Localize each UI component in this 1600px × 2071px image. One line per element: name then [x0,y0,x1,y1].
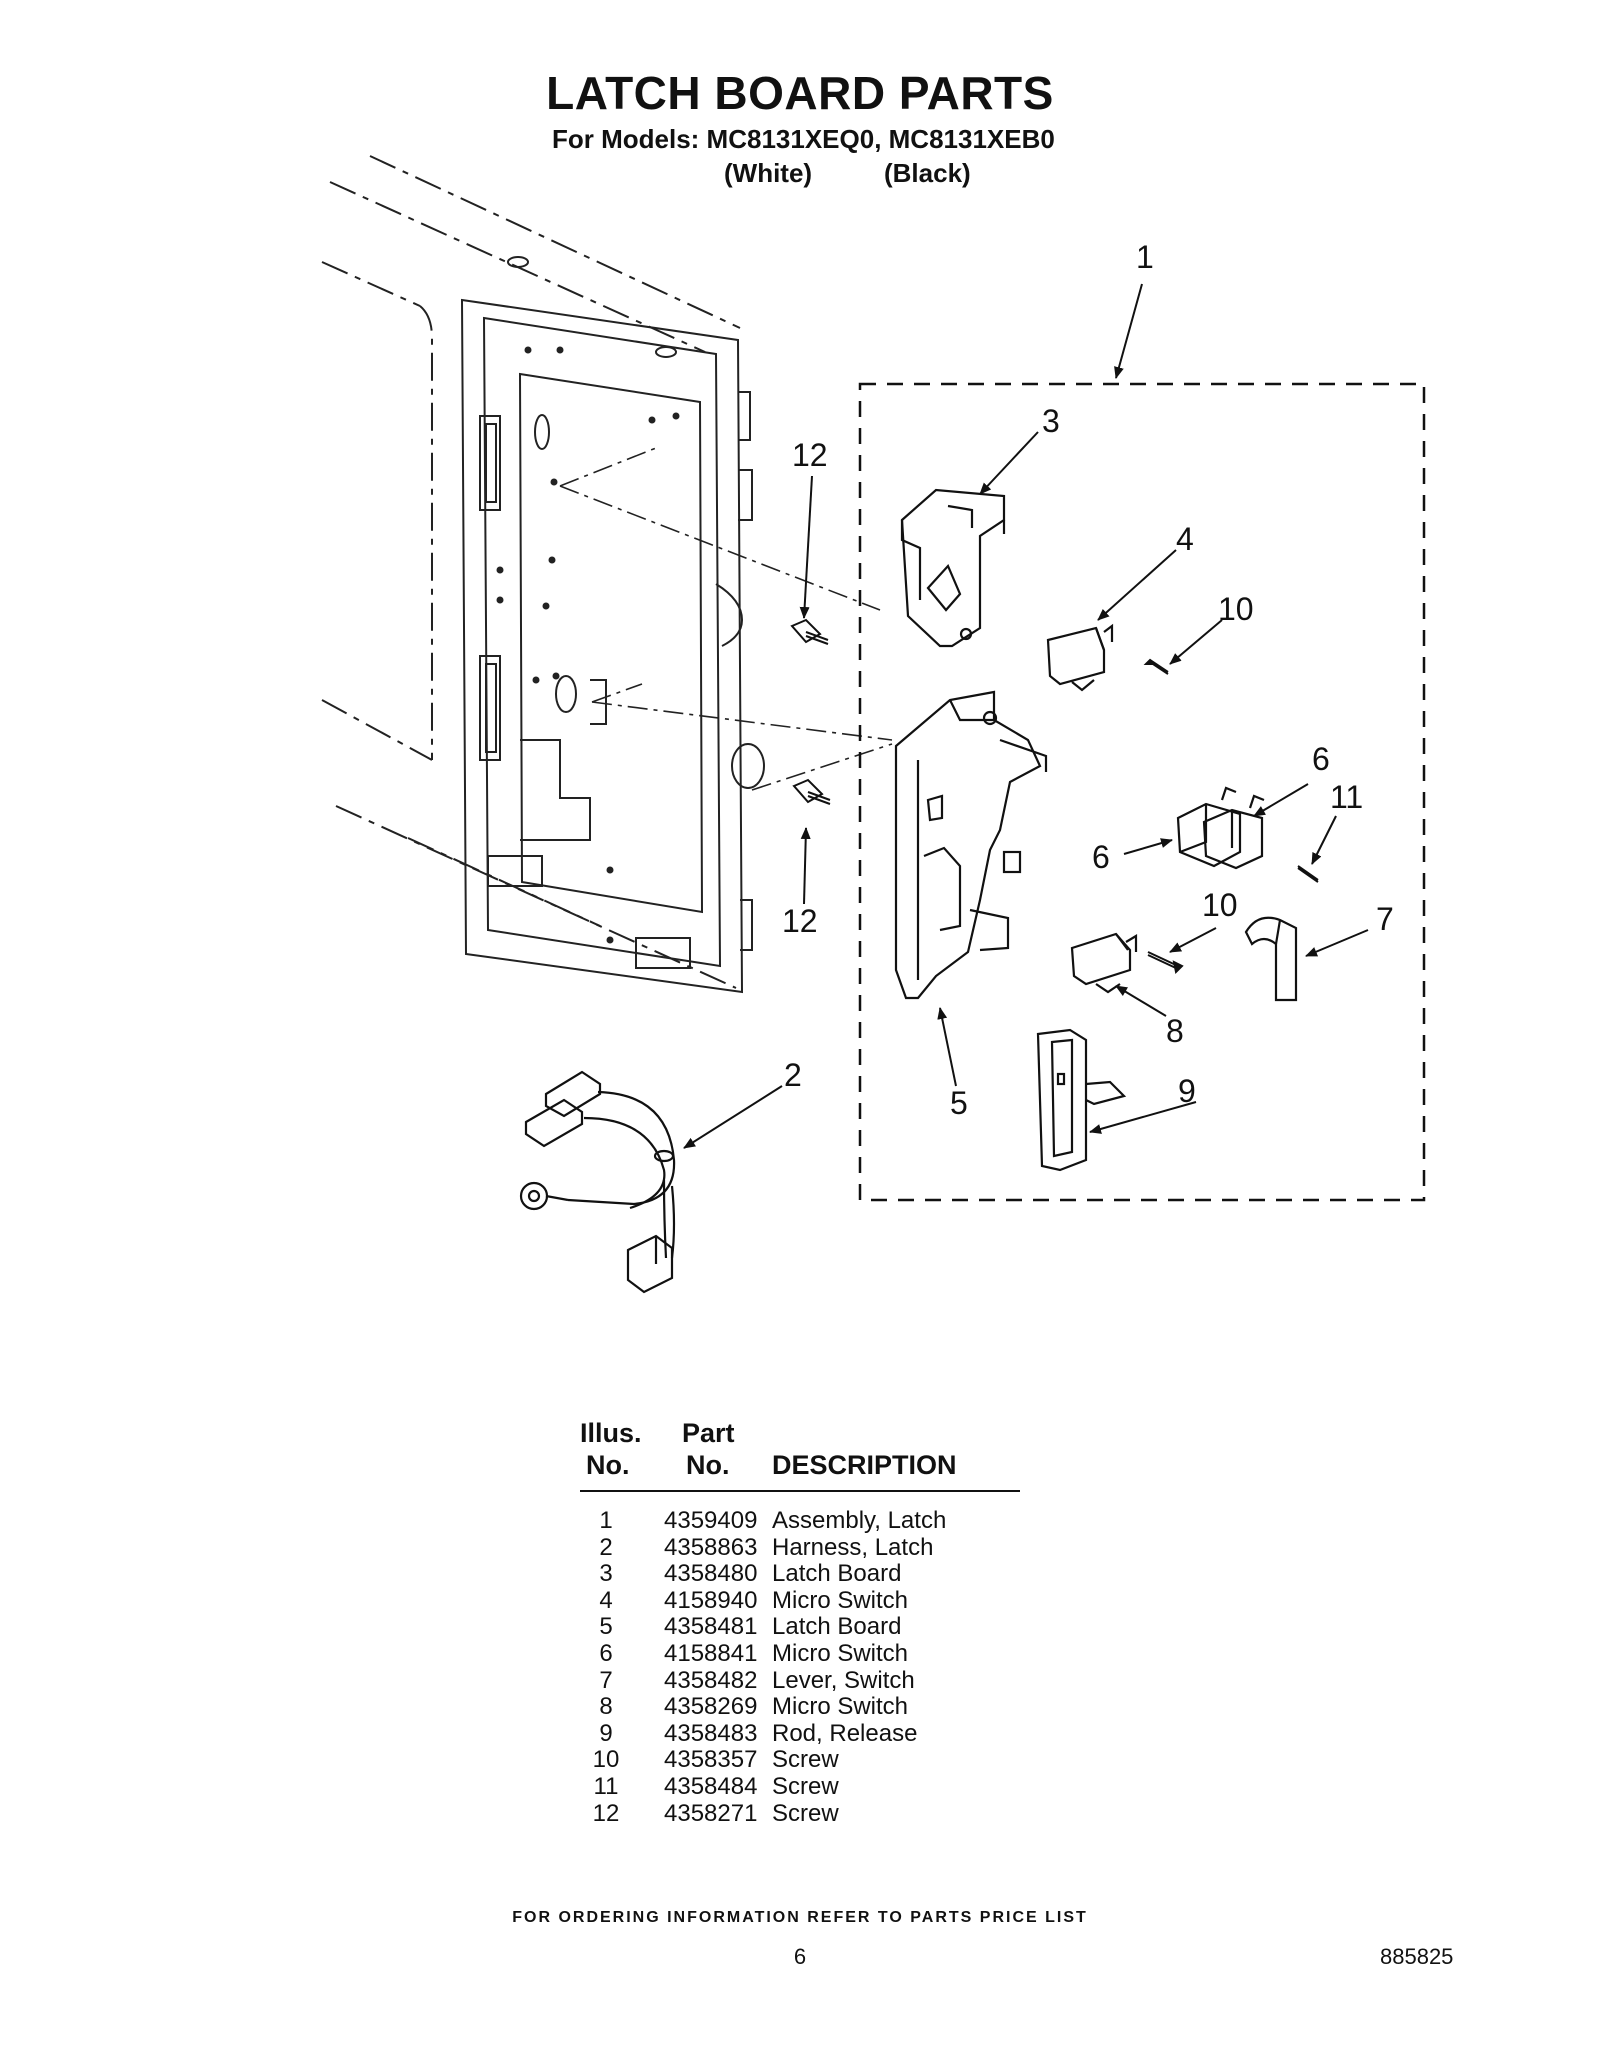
illus-no: 6 [599,1639,613,1667]
table-row: 12 4358271 Screw [580,1799,1020,1828]
illus-no: 12 [592,1799,620,1827]
page-title: LATCH BOARD PARTS [546,67,1054,119]
callout-4: 4 [1176,521,1194,557]
frame-holes [496,346,680,944]
table-row: 9 4358483 Rod, Release [580,1719,1020,1748]
part-description: Screw [772,1772,839,1800]
screw-10-upper-drawing [1143,658,1169,675]
part-description: Screw [772,1799,839,1827]
part-description: Harness, Latch [772,1533,934,1561]
illus-no: 4 [599,1586,613,1614]
part-description: Assembly, Latch [772,1507,947,1534]
part-no: 4359409 [664,1507,758,1534]
part-no: 4158841 [664,1639,758,1667]
illus-no: 11 [593,1772,619,1800]
screw-11-drawing [1297,865,1319,883]
callout-10-lower: 10 [1202,887,1238,923]
part-description: Micro Switch [772,1639,909,1667]
part-no: 4358271 [664,1799,758,1827]
description-header: DESCRIPTION [772,1450,957,1480]
part-description: Micro Switch [772,1586,909,1614]
callout-11: 11 [1330,779,1363,815]
callout-7: 7 [1376,901,1394,937]
callout-6-upper: 6 [1312,741,1330,777]
latch-harness-drawing [519,1070,676,1294]
screw-10-lower-drawing [1147,951,1184,975]
part-no: 4358269 [664,1693,758,1721]
illus-no: 10 [592,1746,620,1774]
screw-12-lower-drawing [792,778,831,805]
illus-no: 3 [599,1560,613,1588]
part-header-line1: Part [682,1418,735,1448]
illus-header-line2: No. [586,1450,630,1480]
table-row: 7 4358482 Lever, Switch [580,1666,1020,1695]
part-no: 4358357 [664,1746,758,1774]
part-no: 4358484 [664,1772,758,1800]
micro-switch-6-pair-drawing [1176,786,1265,870]
illus-no: 2 [599,1533,613,1561]
parts-table: Illus. No. Part No. DESCRIPTION 1 4359409… [580,1418,1020,1827]
part-header-line2: No. [686,1450,730,1480]
switch-lever-drawing [1244,916,1298,1002]
exploded-parts-diagram: 1 2 3 4 5 6 6 7 8 9 10 10 11 12 12 [321,155,1426,1294]
callout-5: 5 [950,1085,968,1121]
callout-12-lower: 12 [782,903,818,939]
variant-black-label: (Black) [884,158,971,188]
latch-board-lower-drawing [894,690,1048,1000]
illus-no: 9 [599,1719,613,1747]
micro-switch-8-drawing [1070,932,1138,994]
release-rod-drawing [1036,1028,1127,1172]
part-no: 4358481 [664,1613,758,1641]
callout-12-upper: 12 [792,437,828,473]
illus-no: 8 [599,1693,613,1721]
part-no: 4358482 [664,1666,758,1694]
illus-no: 5 [599,1613,613,1641]
parts-table-header: Illus. No. Part No. DESCRIPTION [580,1418,1020,1492]
part-description: Micro Switch [772,1693,909,1721]
part-description: Lever, Switch [772,1666,915,1694]
alignment-lines [559,447,893,791]
illus-no: 1 [599,1507,613,1534]
part-description: Rod, Release [772,1719,918,1747]
callout-2: 2 [784,1057,802,1093]
ordering-note: FOR ORDERING INFORMATION REFER TO PARTS … [512,1909,1088,1926]
table-row: 8 4358269 Micro Switch [580,1694,1020,1721]
document-number: 885825 [1380,1944,1454,1969]
table-row: 11 4358484 Screw [580,1772,1020,1801]
table-row: 10 4358357 Screw [580,1747,1020,1774]
latch-assembly-boundary [858,382,1426,1202]
callout-6-lower: 6 [1092,839,1110,875]
part-description: Latch Board [772,1613,902,1641]
latch-board-upper-drawing [900,488,1006,648]
part-no: 4158940 [664,1586,758,1614]
part-no: 4358863 [664,1533,758,1561]
variant-white-label: (White) [724,158,813,188]
table-row: 3 4358480 Latch Board [580,1561,1020,1588]
table-row: 6 4158841 Micro Switch [580,1639,1020,1668]
callout-8: 8 [1166,1013,1184,1049]
table-row: 2 4358863 Harness, Latch [580,1533,1020,1562]
part-description: Screw [772,1746,839,1774]
table-row: 5 4358481 Latch Board [580,1614,1020,1641]
part-no: 4358480 [664,1560,758,1588]
callout-3: 3 [1042,403,1060,439]
screw-12-upper-drawing [790,618,829,645]
models-line: For Models: MC8131XEQ0, MC8131XEB0 [552,124,1055,154]
table-row: 4 4158940 Micro Switch [580,1586,1020,1615]
illus-no: 7 [599,1666,613,1694]
callout-1: 1 [1136,239,1154,275]
part-no: 4358483 [664,1719,758,1747]
micro-switch-4-drawing [1046,623,1114,692]
page-number: 6 [793,1944,807,1969]
callout-10-upper: 10 [1218,591,1254,627]
leader-arrows [683,283,1369,1149]
callout-9: 9 [1178,1073,1196,1109]
parts-table-body: 1 4359409 Assembly, Latch 2 4358863 Harness,… [580,1507,1020,1828]
cabinet-frame-drawing [321,155,765,994]
part-description: Latch Board [772,1560,902,1588]
table-row: 1 4359409 Assembly, Latch [580,1507,1020,1535]
illus-header-line1: Illus. [580,1418,642,1448]
